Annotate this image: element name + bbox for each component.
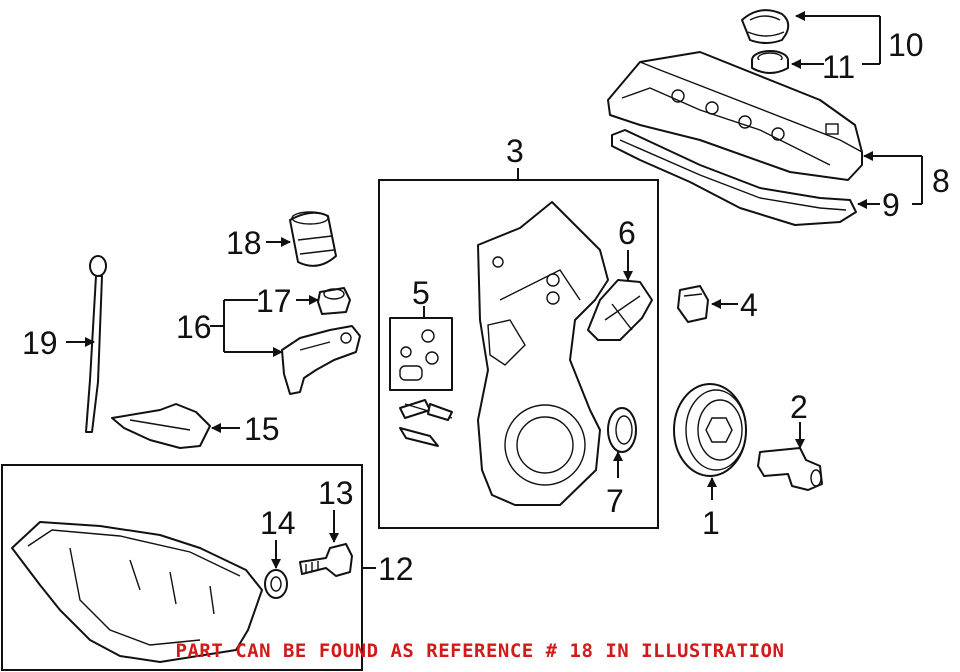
- callout-19: 19: [22, 325, 58, 361]
- oil-pan[interactable]: [11, 521, 263, 663]
- oil-dipstick[interactable]: [85, 255, 107, 433]
- cover-plate[interactable]: [587, 279, 653, 341]
- callout-8: 8: [932, 163, 950, 199]
- callout-1: 1: [702, 505, 720, 541]
- callout-14: 14: [260, 505, 296, 541]
- oil-filler-cap[interactable]: [741, 9, 790, 44]
- callout-6: 6: [618, 215, 636, 251]
- crankshaft-pulley[interactable]: [673, 383, 747, 477]
- timing-chain-cover[interactable]: [477, 201, 609, 506]
- callout-9: 9: [882, 187, 900, 223]
- crankshaft-front-seal[interactable]: [607, 407, 637, 453]
- callout-17: 17: [256, 283, 292, 319]
- callout-15: 15: [244, 411, 280, 447]
- callout-4: 4: [740, 287, 758, 323]
- callout-11: 11: [822, 49, 855, 85]
- filler-cap-gasket[interactable]: [751, 50, 789, 74]
- oil-filter[interactable]: [289, 211, 337, 267]
- callout-18: 18: [226, 225, 262, 261]
- callout-13: 13: [318, 475, 354, 511]
- callout-7: 7: [606, 483, 624, 519]
- oil-pressure-sensor[interactable]: [281, 325, 361, 395]
- callout-5: 5: [412, 275, 430, 311]
- callout-2: 2: [790, 389, 808, 425]
- drain-plug[interactable]: [299, 543, 353, 577]
- leader-lines: [66, 11, 923, 569]
- access-plug[interactable]: [677, 285, 709, 323]
- callout-10: 10: [888, 27, 924, 63]
- callout-16: 16: [176, 309, 212, 345]
- valve-cover[interactable]: [607, 51, 863, 181]
- drain-plug-washer[interactable]: [264, 569, 288, 599]
- gasket-set[interactable]: [389, 317, 453, 447]
- callout-3: 3: [506, 133, 524, 169]
- valve-cover-gasket[interactable]: [611, 129, 857, 226]
- sensor-o-ring[interactable]: [317, 287, 351, 315]
- pulley-bolt[interactable]: [757, 447, 823, 491]
- oil-baffle[interactable]: [111, 403, 211, 449]
- callout-labels: 10 11 8 9 3 5 6 4 7 1 2 18 17 16 19 15 1…: [22, 27, 950, 587]
- callout-12: 12: [378, 551, 414, 587]
- reference-caption: PART CAN BE FOUND AS REFERENCE # 18 IN I…: [175, 640, 785, 662]
